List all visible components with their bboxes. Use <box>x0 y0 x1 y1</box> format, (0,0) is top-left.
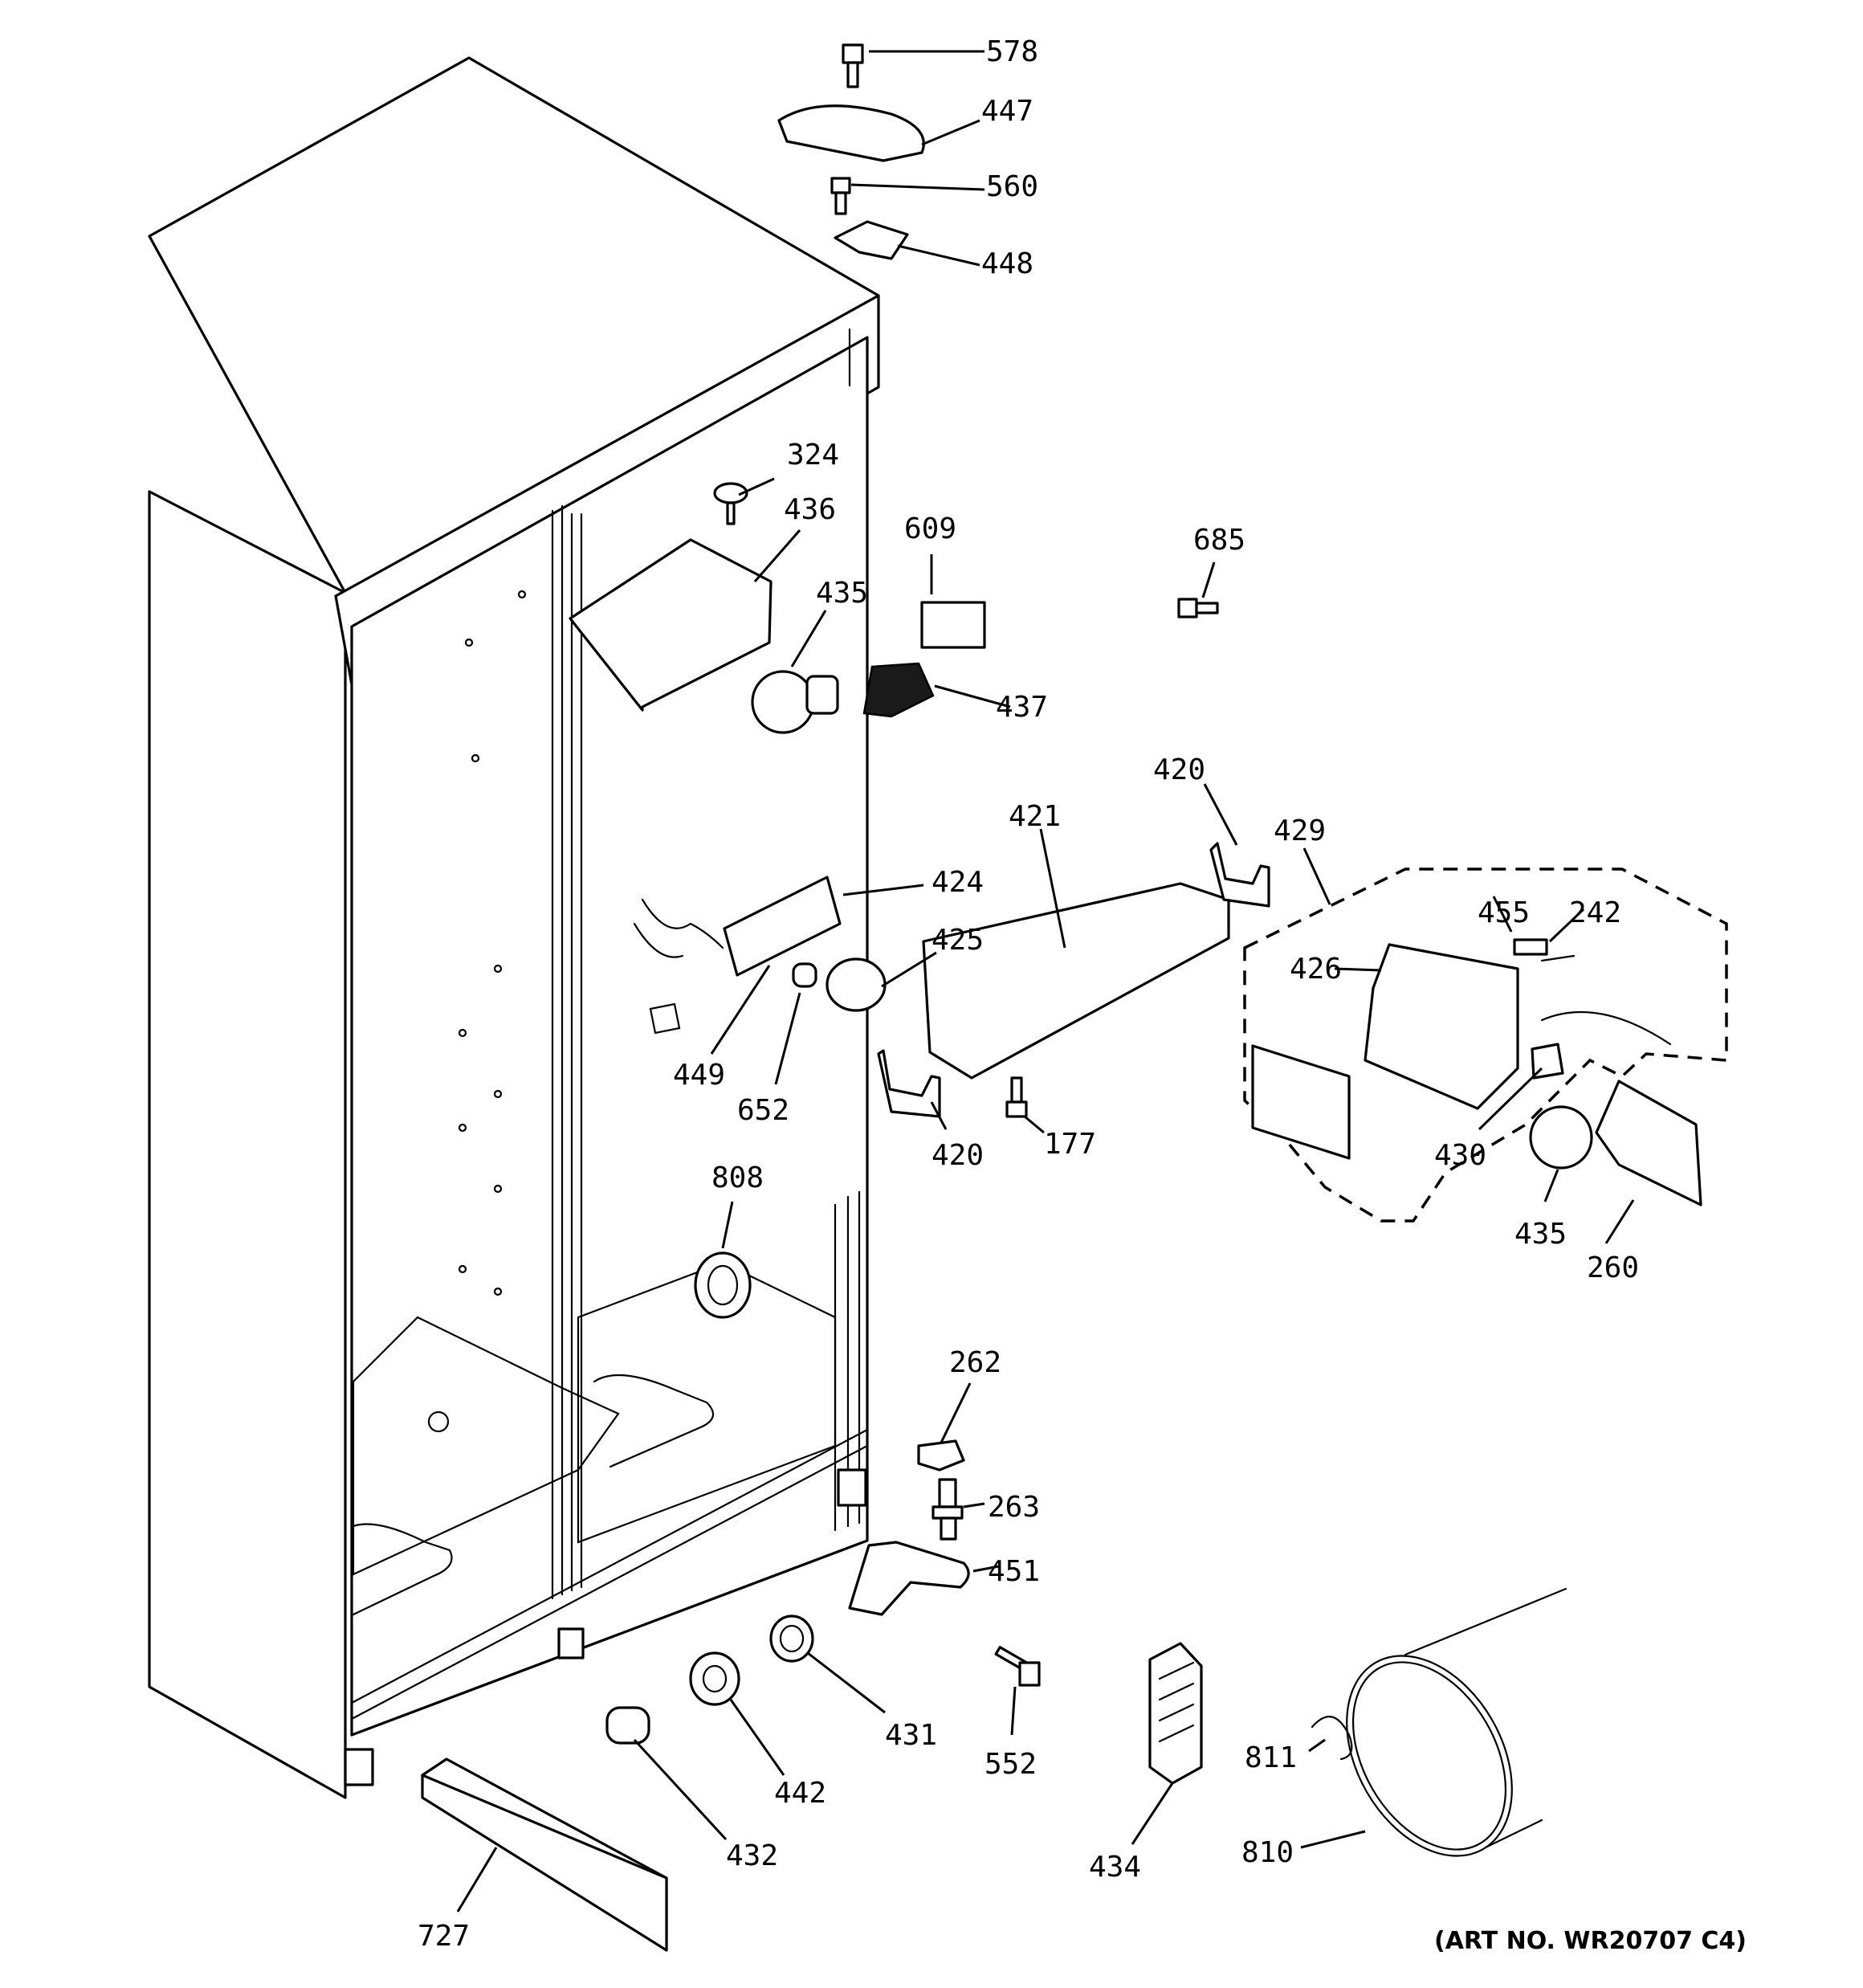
base-grille-727-icon <box>421 1757 668 1952</box>
leader-lines <box>456 50 1635 1912</box>
part-455-icon <box>1513 938 1548 956</box>
screw-177-icon <box>1005 1076 1028 1118</box>
callout-451: 451 <box>988 1555 1040 1588</box>
pin-263-icon <box>932 1478 964 1541</box>
callout-442: 442 <box>774 1777 826 1810</box>
callout-431: 431 <box>885 1719 937 1752</box>
callout-labels: 578 447 560 448 324 436 609 685 435 437 … <box>418 35 1747 1955</box>
screw-560-icon <box>830 177 851 215</box>
callout-324: 324 <box>787 439 839 471</box>
callout-425: 425 <box>932 924 984 957</box>
thermostat-424-icon <box>633 876 842 1035</box>
callout-436: 436 <box>784 493 836 526</box>
callout-426: 426 <box>1290 953 1342 986</box>
callout-727: 727 <box>418 1920 470 1953</box>
harness-242-icon <box>1540 954 1672 1046</box>
callout-449: 449 <box>673 1059 725 1092</box>
dispenser-426-icon <box>1364 943 1519 1110</box>
control-housing-421-icon <box>922 882 1230 1080</box>
callout-263: 263 <box>988 1491 1040 1524</box>
hinge-cover-447-icon <box>777 104 925 162</box>
callout-421: 421 <box>1009 800 1061 833</box>
callout-177: 177 <box>1044 1128 1096 1161</box>
callout-430: 430 <box>1434 1139 1486 1172</box>
callout-811: 811 <box>1245 1741 1297 1774</box>
callout-455: 455 <box>1478 896 1530 929</box>
callout-242: 242 <box>1569 896 1621 929</box>
plug-431-icon <box>769 1614 814 1663</box>
callout-437: 437 <box>996 691 1048 724</box>
callout-434: 434 <box>1089 1851 1141 1884</box>
callout-424: 424 <box>932 866 984 899</box>
screw-578-icon <box>842 43 864 88</box>
bracket-420-bottom-icon <box>877 1049 941 1118</box>
callout-447: 447 <box>981 95 1033 128</box>
hinge-451-icon <box>848 1541 970 1616</box>
callout-262: 262 <box>949 1346 1001 1379</box>
screw-552-icon <box>994 1646 1041 1687</box>
cap-442-icon <box>689 1651 740 1706</box>
spacer-652-icon <box>792 962 817 988</box>
cover-260-icon <box>1595 1080 1702 1206</box>
callout-260: 260 <box>1587 1251 1639 1284</box>
callout-609: 609 <box>904 512 956 545</box>
water-tubing-810-icon <box>1346 1587 1567 1857</box>
art-number: (ART NO. WR20707 C4) <box>1434 1927 1747 1955</box>
assembly-429-outline <box>1243 867 1728 1223</box>
callout-578: 578 <box>986 35 1038 68</box>
light-shield-436-icon <box>569 538 773 712</box>
callout-435-top: 435 <box>816 577 868 610</box>
switch-609-icon <box>920 601 986 649</box>
callout-429: 429 <box>1274 814 1326 847</box>
callout-810: 810 <box>1241 1836 1294 1869</box>
callout-435-right: 435 <box>1514 1218 1567 1251</box>
plug-808-icon <box>694 1251 752 1319</box>
callout-652: 652 <box>737 1094 789 1127</box>
grille-434-icon <box>1148 1642 1203 1785</box>
push-pin-324-icon <box>713 482 748 525</box>
screw-685-icon <box>1177 598 1219 618</box>
callout-420-bottom: 420 <box>932 1139 984 1172</box>
callout-432: 432 <box>726 1839 778 1872</box>
bulb-435-right-icon <box>1529 1105 1593 1170</box>
callout-808: 808 <box>711 1161 764 1194</box>
bulb-435-icon <box>751 670 839 734</box>
clip-811-icon <box>1311 1716 1353 1761</box>
panel-frame-icon <box>1251 1044 1351 1160</box>
callout-448: 448 <box>981 247 1033 280</box>
socket-437-icon <box>862 662 935 718</box>
callout-685: 685 <box>1193 524 1245 557</box>
refrigerator-cabinet <box>148 56 880 1799</box>
callout-560: 560 <box>986 170 1038 203</box>
bracket-420-top-icon <box>1209 842 1270 908</box>
bushing-432-icon <box>605 1706 650 1745</box>
callout-552: 552 <box>984 1748 1037 1781</box>
callout-420-top: 420 <box>1153 753 1205 786</box>
plate-262-icon <box>917 1439 965 1472</box>
knob-425-icon <box>826 957 887 1012</box>
hinge-448-icon <box>834 220 909 260</box>
